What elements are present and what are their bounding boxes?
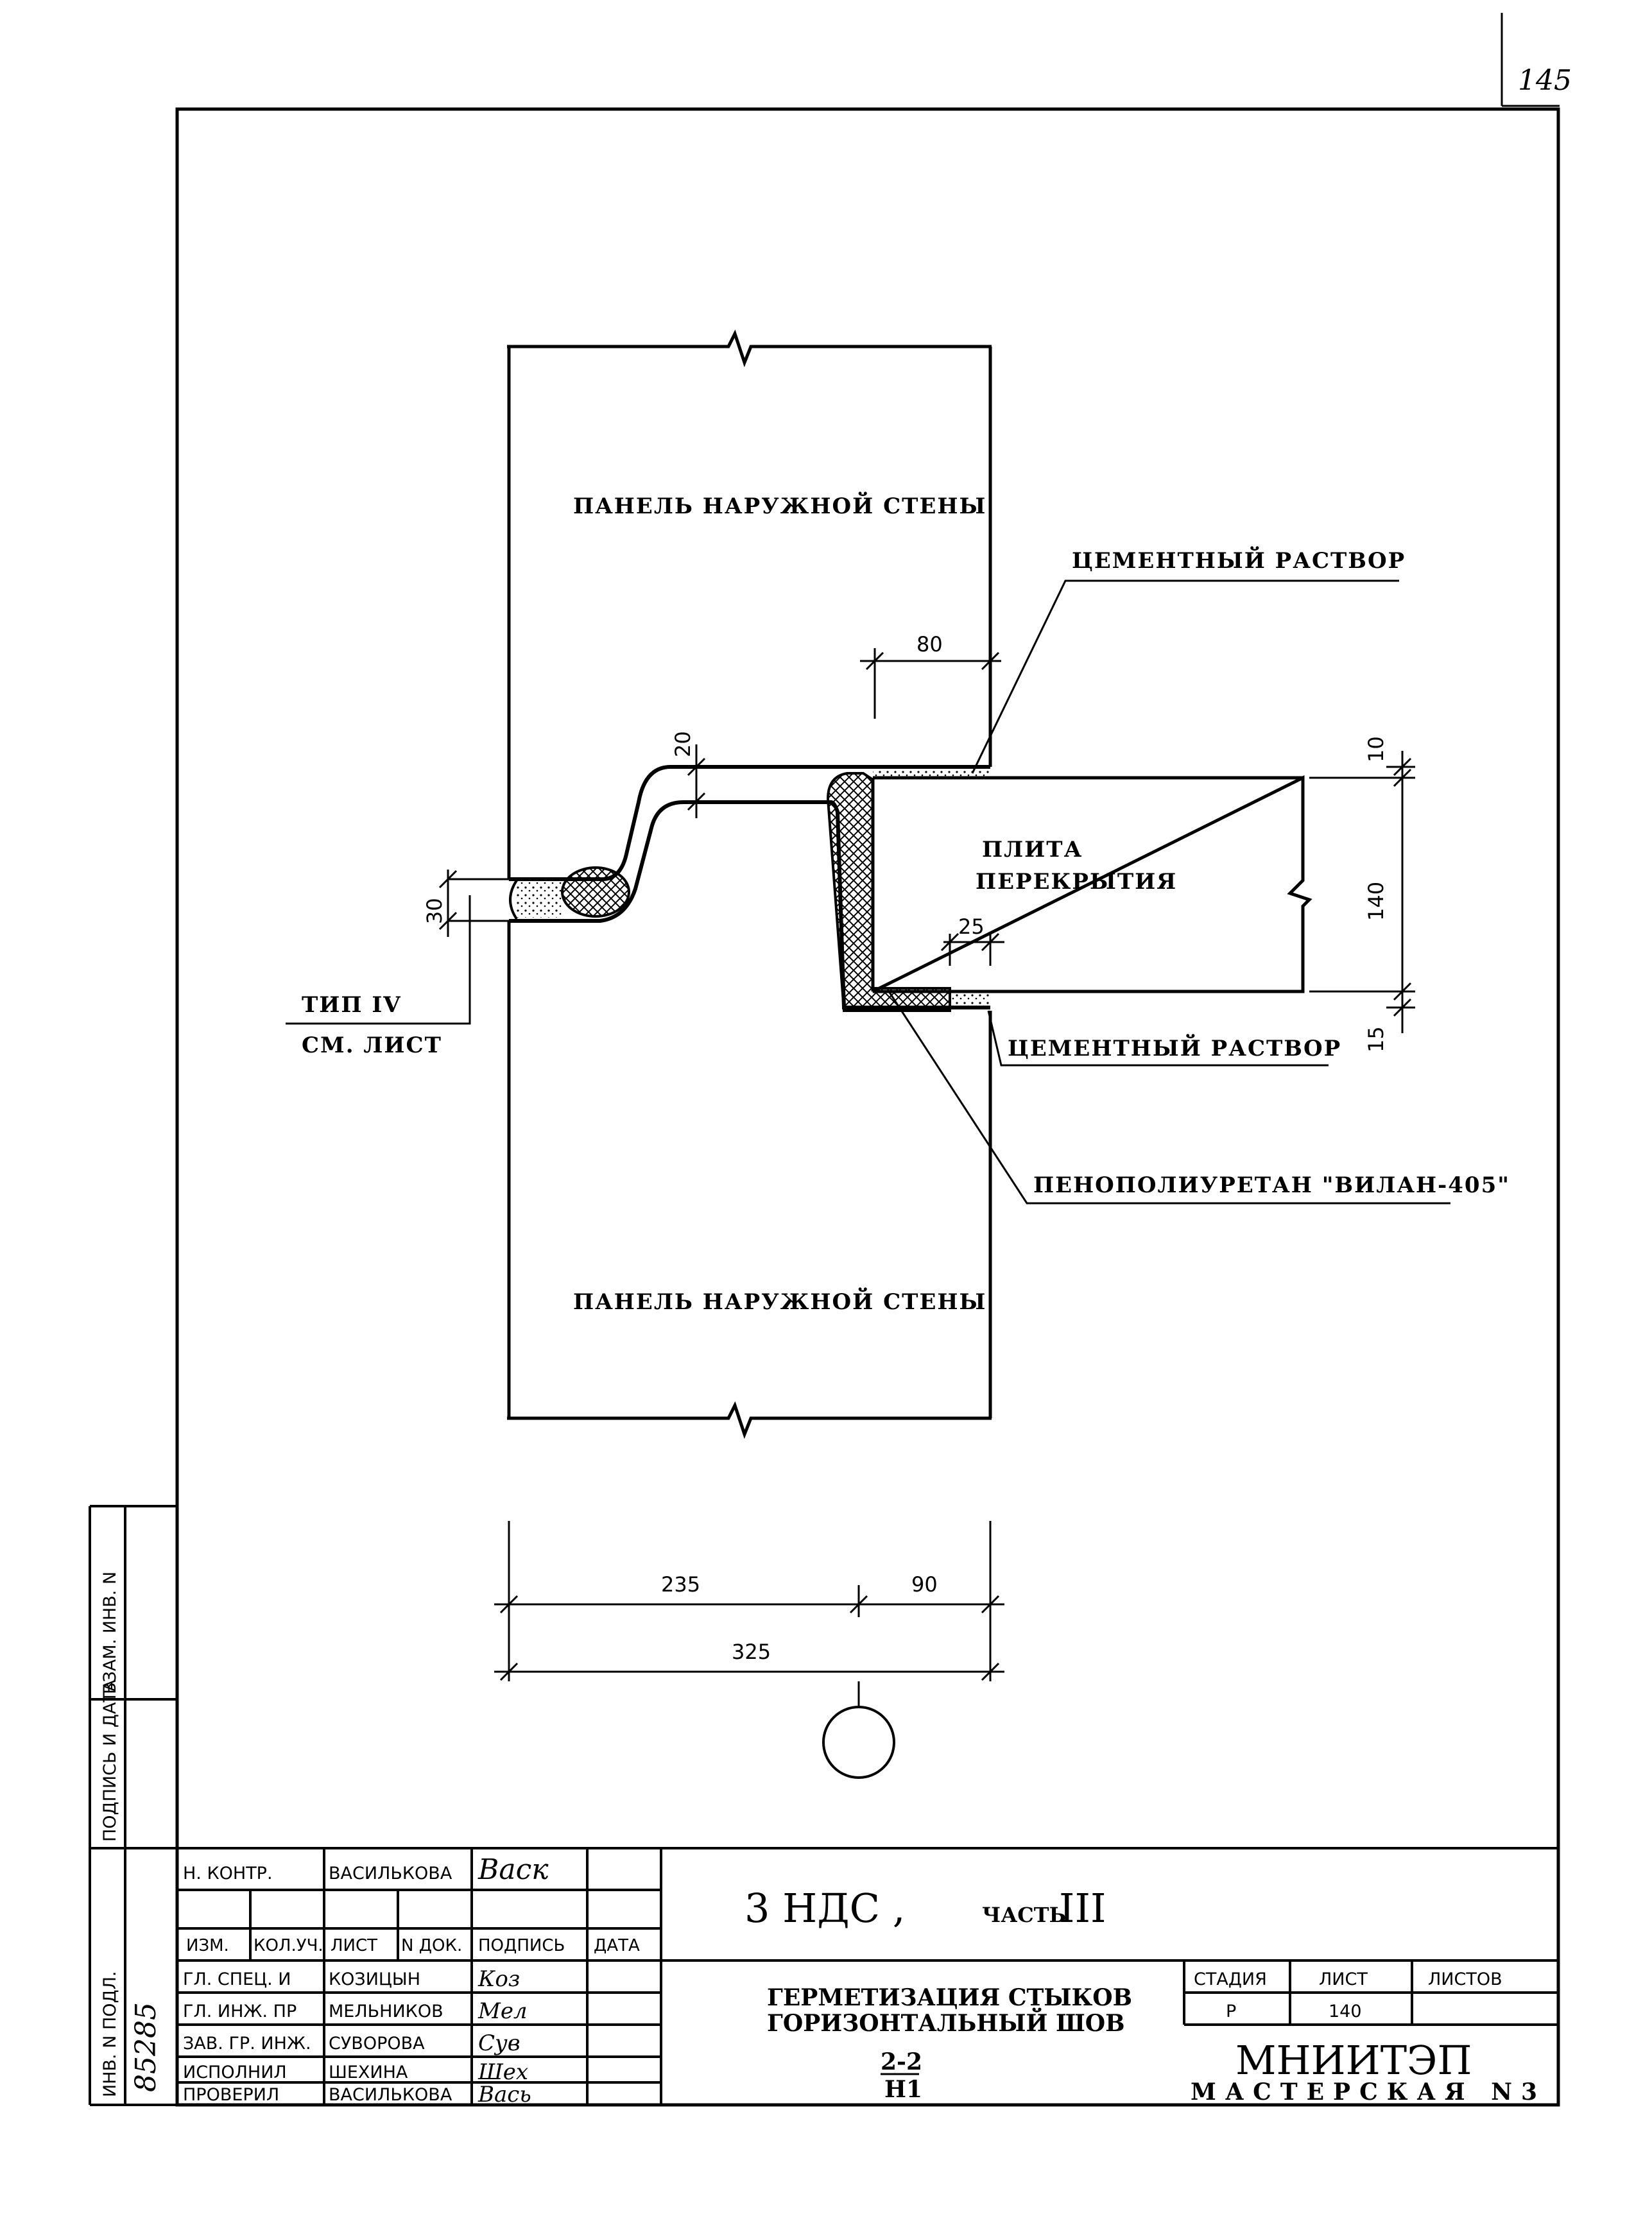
header-list: ЛИСТ [331,1936,377,1955]
page-number: 145 [1518,64,1572,97]
pu-foam-seal [826,772,951,1012]
drawing-title-line1: ГЕРМЕТИЗАЦИЯ СТЫКОВ [767,1984,1132,2011]
role-row-5: ПРОВЕРИЛ [183,2085,279,2105]
type-label-line2: СМ. ЛИСТ [302,1033,442,1058]
stamp-inv-value: 85285 [130,2002,162,2092]
slab-label-line1: ПЛИТА [982,837,1083,862]
sign-row-1: Коз [478,1966,520,1992]
section-sheet: Н1 [884,2076,922,2103]
header-data: ДАТА [594,1936,640,1955]
stage-value: Р [1226,2002,1236,2021]
dim-15-label: 15 [1364,1026,1388,1052]
sheet-value: 140 [1329,2002,1362,2021]
foam-label: ПЕНОПОЛИУРЕТАН "ВИЛАН-405" [1033,1172,1510,1198]
panel-bottom-label: ПАНЕЛЬ НАРУЖНОЙ СТЕНЫ [573,1287,986,1315]
cement-mortar-top [873,768,990,779]
name-row-3: СУВОРОВА [329,2034,425,2054]
title-block-grid [177,1847,1558,2105]
name-row-5: ВАСИЛЬКОВА [329,2085,452,2105]
facade-mortar [517,882,563,918]
header-kol-uch: КОЛ.УЧ. [254,1936,323,1955]
cement-mortar-bottom [950,991,990,1009]
dim-20-label: 20 [671,731,695,757]
dim-80-label: 80 [916,632,943,656]
name-row-2: МЕЛЬНИКОВ [329,2002,443,2021]
sheet-label: ЛИСТ [1319,1969,1368,1989]
header-n-dok: N ДОК. [401,1936,462,1955]
type-label-line1: ТИП IV [302,992,402,1018]
sign-row-3: Сув [478,2030,521,2056]
dim-80 [860,648,1001,719]
leader-lines [286,579,1450,1205]
project-part-prefix: ЧАСТЬ [982,1903,1066,1927]
dim-30 [438,870,509,937]
drawing-title-line2: ГОРИЗОНТАЛЬНЫЙ ШОВ [767,2008,1125,2037]
sealant-bead-facade [561,866,630,918]
sheets-label: ЛИСТОВ [1428,1969,1502,1989]
dim-325-label: 325 [732,1640,771,1664]
role-row-4: ИСПОЛНИЛ [183,2063,287,2082]
stamp-inv-podl: ИНВ. N ПОДЛ. [100,1971,120,2097]
name-row-1: КОЗИЦЫН [329,1969,420,1989]
axis-bubble [822,1706,895,1779]
name-row-4: ШЕХИНА [329,2063,408,2082]
dim-235-label: 235 [661,1572,700,1597]
dim-chain-bottom [494,1521,1004,1707]
stamp-podpis-data: ПОДПИСЬ И ДАТА [100,1679,120,1842]
stamp-vzam-inv: ВЗАМ. ИНВ. N [100,1572,120,1694]
cement-bottom-label: ЦЕМЕНТНЫЙ РАСТВОР [1008,1034,1341,1061]
sign-row-4: Шех [478,2059,528,2085]
drawing-frame [175,107,1560,2107]
project-part-number: III [1059,1885,1106,1932]
role-row-3: ЗАВ. ГР. ИНЖ. [183,2034,311,2054]
wall-panel-top [507,329,992,879]
panel-top-label: ПАНЕЛЬ НАРУЖНОЙ СТЕНЫ [573,492,986,519]
dim-90-label: 90 [911,1572,938,1597]
section-number: 2-2 [881,2048,922,2075]
dim-chain-right [1309,751,1415,1033]
dim-20 [687,744,706,818]
nkontr-signature: Васк [478,1853,549,1886]
dim-140-label: 140 [1364,882,1388,921]
role-row-2: ГЛ. ИНЖ. ПР [183,2002,297,2021]
sign-row-5: Вась [478,2082,531,2107]
workshop-name: МАСТЕРСКАЯ N3 [1191,2079,1546,2106]
cement-top-label: ЦЕМЕНТНЫЙ РАСТВОР [1072,546,1406,574]
stage-label: СТАДИЯ [1194,1969,1267,1989]
dim-10-label: 10 [1364,736,1388,762]
role-row-1: ГЛ. СПЕЦ. И [183,1969,291,1989]
sign-row-2: Мел [478,1998,528,2024]
nkontr-role: Н. КОНТР. [183,1864,273,1883]
wall-panel-bottom [507,921,992,1439]
header-podpis: ПОДПИСЬ [478,1936,565,1955]
header-izm: ИЗМ. [186,1936,229,1955]
dim-25-label: 25 [958,914,985,939]
project-title: 3 НДС , [744,1885,905,1932]
nkontr-name: ВАСИЛЬКОВА [329,1864,452,1883]
org-name: МНИИТЭП [1235,2037,1472,2084]
side-stamp [89,1505,177,2106]
slab-label-line2: ПЕРЕКРЫТИЯ [976,869,1177,895]
dim-25 [940,932,1004,966]
dim-30-label: 30 [422,898,447,924]
page-number-corner: 145 [1501,13,1572,107]
